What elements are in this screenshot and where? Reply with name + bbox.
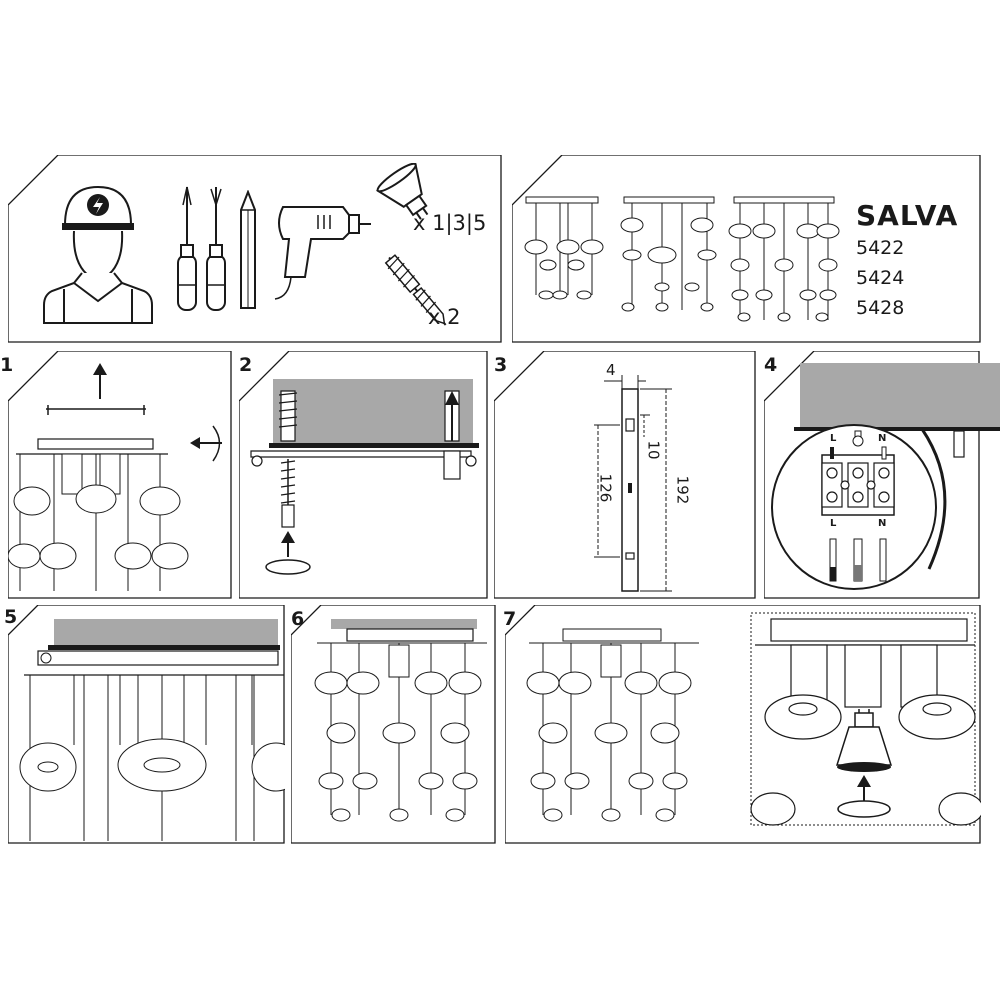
step-number: 5 <box>4 606 18 628</box>
pencil-icon <box>240 190 256 309</box>
tools-panel: x 1|3|5 x 2 <box>8 155 502 343</box>
step-5-illustration <box>8 605 285 844</box>
step-6-illustration <box>291 605 496 844</box>
pendant-5424-illustration <box>620 196 717 312</box>
step-6-panel <box>291 605 496 844</box>
terminal-neutral-label: N <box>878 518 887 529</box>
brand-title: SALVA <box>856 199 959 232</box>
wall-plug-screw-icon <box>384 254 447 326</box>
bulb-quantity: x 1|3|5 <box>413 211 487 235</box>
terminal-live-label: L <box>830 433 837 444</box>
step-2-panel <box>239 351 488 599</box>
pendant-5422-illustration <box>524 196 604 300</box>
tools-panel-frame <box>8 155 502 343</box>
dimension-inner-height: 126 <box>596 473 615 503</box>
electrician-icon <box>43 185 153 324</box>
screwdriver-icon <box>177 186 226 311</box>
step-5-panel <box>8 605 285 844</box>
pendant-5428-illustration <box>728 196 840 322</box>
terminal-neutral-label: N <box>878 433 887 444</box>
terminal-live-label: L <box>830 518 837 529</box>
screw-quantity: x 2 <box>428 305 461 329</box>
step-2-illustration <box>239 351 488 599</box>
step-number: 3 <box>494 354 508 376</box>
dimension-width: 4 <box>606 361 616 379</box>
step-4-illustration <box>764 351 1000 599</box>
step-number: 2 <box>239 354 253 376</box>
step-number: 4 <box>764 354 778 376</box>
model-number: 5422 <box>856 237 905 259</box>
step-number: 7 <box>503 608 517 630</box>
gu10-bulb-icon <box>376 163 429 220</box>
product-panel: SALVA 5422 5424 5428 <box>512 155 981 343</box>
step-7-illustration <box>505 605 981 844</box>
dimension-top-offset: 10 <box>644 440 663 460</box>
model-number: 5424 <box>856 267 905 289</box>
step-1-panel <box>8 351 232 599</box>
product-panel-frame <box>512 155 981 343</box>
step-7-panel <box>505 605 981 844</box>
step-number: 1 <box>0 354 14 376</box>
dimension-total-height: 192 <box>673 475 692 505</box>
step-3-illustration <box>494 351 756 599</box>
step-1-illustration <box>8 351 232 599</box>
step-3-panel: 4 10 126 192 <box>494 351 756 599</box>
model-number: 5428 <box>856 297 905 319</box>
drill-icon <box>274 206 371 300</box>
step-4-panel: L N L N <box>764 351 1000 599</box>
